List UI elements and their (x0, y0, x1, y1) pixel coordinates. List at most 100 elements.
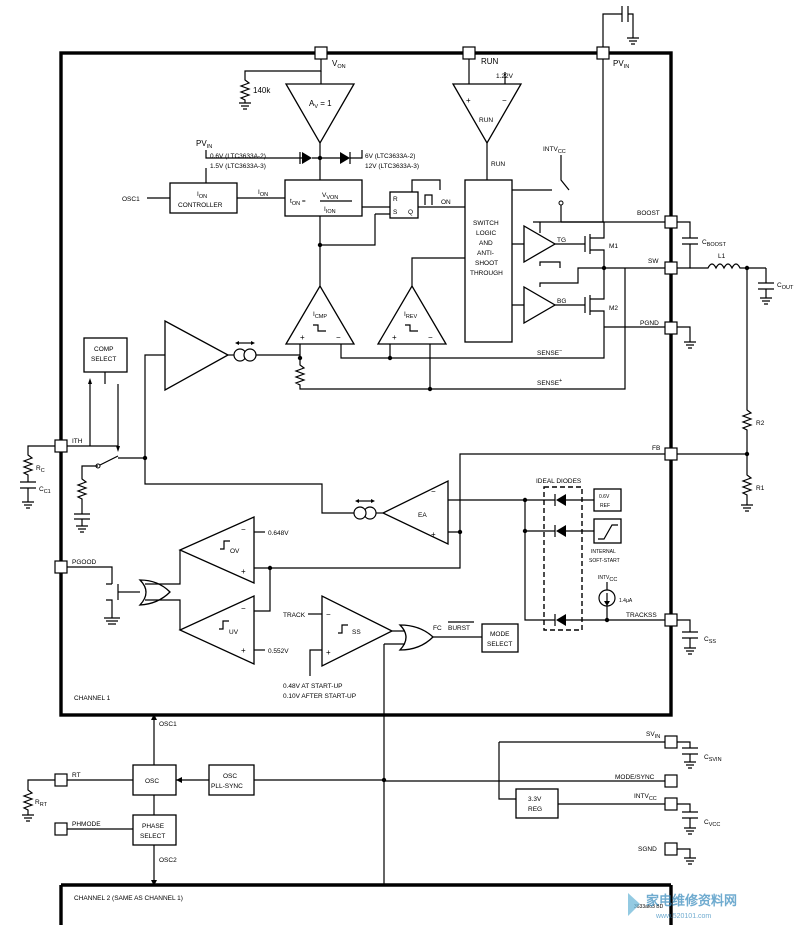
ov-minus: − (241, 525, 246, 534)
pll-arrow (176, 777, 182, 783)
rs-latch (389, 191, 419, 219)
switch-blade (97, 455, 119, 467)
sense-minus-wire (340, 327, 605, 359)
mode-select-line-2: SELECT (487, 641, 512, 648)
trackss-label: TRACKSS (626, 612, 657, 619)
switch-logic-line-6: THROUGH (470, 270, 503, 277)
uv-hyst (219, 620, 229, 630)
latch-s: S (393, 209, 398, 216)
ov-comparator (178, 515, 255, 585)
l1-inductor (690, 263, 766, 270)
intvcc-pin (664, 797, 678, 811)
switch-logic-line-5: SHOOT (475, 260, 498, 267)
bg-label: BG (557, 298, 566, 305)
cboost-capacitor (677, 221, 698, 269)
pgnd-ground (677, 326, 696, 349)
uv-fb-wire (254, 568, 271, 612)
rrt-label: RRT (35, 799, 48, 808)
osc1-bottom-label: OSC1 (159, 721, 177, 728)
sgnd-ground (677, 848, 696, 865)
modesync-label: MODE/SYNC (615, 774, 655, 781)
run-comparator (451, 83, 523, 145)
irev-comparator (376, 284, 448, 345)
ion-controller-label-1: ION (197, 191, 207, 200)
uv-label: UV (229, 629, 239, 636)
cs-arrowheads-1 (235, 341, 255, 345)
mode-or-gate (398, 624, 434, 651)
run-ref-label: 1.22V (496, 73, 514, 80)
cout-label: COUT (777, 282, 794, 291)
run-comp-label: RUN (479, 117, 493, 124)
rt-pin (54, 773, 68, 787)
osc1-arrow (151, 714, 157, 720)
ss-note-1: 0.48V AT START-UP (283, 683, 343, 690)
comp-select-line-1: COMP (94, 346, 114, 353)
ref-0p6v-line-1: 0.6V (599, 494, 610, 500)
watermark-logo-icon (628, 893, 640, 916)
soft-start-line-1: INTERNAL (591, 549, 616, 555)
rc-label: RC (36, 465, 45, 474)
sw-pin (664, 261, 678, 275)
cvcc-label: CVCC (704, 819, 720, 828)
ith-wire (67, 384, 119, 447)
boost-label: BOOST (637, 210, 660, 217)
av-buffer (284, 83, 356, 145)
m1-transistor (584, 222, 605, 268)
uv-plus: + (241, 646, 246, 655)
ss-hyst (338, 624, 348, 634)
switch-logic-line-1: SWITCH (473, 220, 499, 227)
uv-minus: − (241, 604, 246, 613)
channel2-label: CHANNEL 2 (SAME AS CHANNEL 1) (74, 895, 183, 902)
watermark-title: 家电维修资料网 (646, 893, 737, 908)
current-source-1b (243, 348, 257, 362)
feedback-divider (741, 268, 753, 512)
rt-label: RT (72, 772, 81, 779)
junction (522, 497, 528, 503)
irev-minus: − (428, 333, 433, 342)
channel1-frame (59, 51, 673, 717)
m1-label: M1 (609, 243, 618, 250)
r140k-resistor (239, 59, 322, 110)
ton-label: tON = (290, 198, 306, 207)
switch-logic-line-4: ANTI- (477, 250, 494, 257)
junction (457, 529, 463, 535)
irev-out-wire (411, 257, 465, 286)
fb-internal-wire (448, 453, 665, 533)
pgood-label: PGOOD (72, 559, 97, 566)
ton-num: VVON (322, 192, 338, 201)
ss-minus: − (326, 610, 331, 619)
channel2-frame-sides (59, 885, 673, 925)
osc1-left-label: OSC1 (122, 196, 140, 203)
ion-controller-label-2: CONTROLLER (178, 202, 223, 209)
ea-minus: − (431, 487, 436, 496)
ss-label: SS (352, 629, 361, 636)
pvin-label: PVIN (613, 59, 629, 70)
pgood-or-gate (138, 579, 171, 606)
latch-s-wire (320, 213, 390, 246)
ton-den: IION (324, 206, 336, 215)
pgood-transistor (67, 566, 120, 625)
pgnd-pin (664, 321, 678, 335)
intvcc-src-label: INTVCC (598, 575, 617, 583)
osc-label: OSC (145, 778, 159, 785)
mode-or-inputs (384, 630, 405, 645)
sw-label: SW (648, 258, 659, 265)
von-pin (314, 46, 328, 60)
ss-plus: + (326, 648, 331, 657)
junction (317, 155, 323, 161)
fb-label: FB (652, 445, 660, 452)
osc-pll-line-2: PLL-SYNC (211, 783, 243, 790)
latch-r: R (393, 196, 398, 203)
intvcc-switch-label: INTVCC (543, 146, 566, 155)
osc2-arrow (151, 880, 157, 886)
ion-controller (169, 182, 238, 214)
osc-pll-line-1: OSC (223, 773, 237, 780)
internal-comp-network (74, 465, 98, 533)
tg-label: TG (557, 237, 566, 244)
junction (744, 451, 750, 457)
icmp-label: ICMP (313, 311, 327, 320)
soft-start-line-2: SOFT-START (589, 558, 620, 564)
av-label: AV = 1 (309, 99, 332, 110)
von-label: VON (332, 59, 346, 70)
